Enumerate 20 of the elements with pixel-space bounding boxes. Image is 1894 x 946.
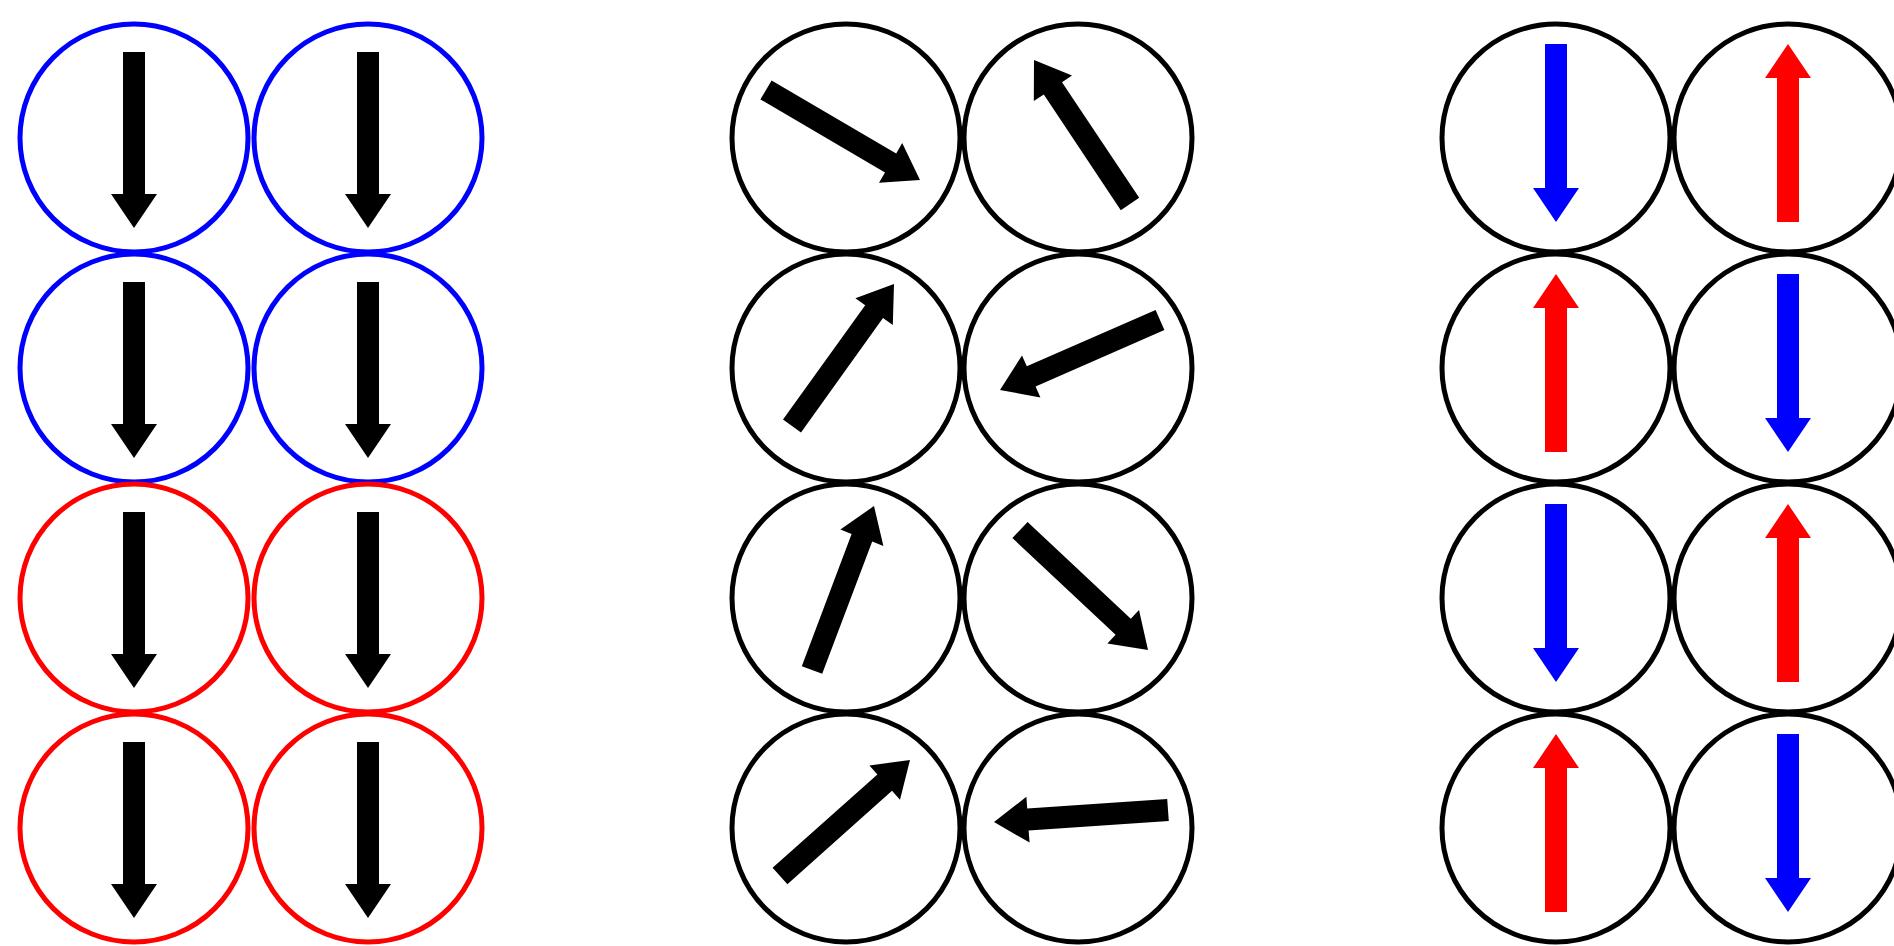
- spin-circle: [1438, 20, 1674, 256]
- spin-circle: [250, 480, 486, 716]
- spin-circle: [250, 710, 486, 946]
- spin-circle: [960, 250, 1196, 486]
- spin-circle: [1438, 480, 1674, 716]
- spin-circle: [1438, 710, 1674, 946]
- spin-circle: [16, 710, 252, 946]
- spin-circle: [728, 20, 964, 256]
- spin-circle: [728, 250, 964, 486]
- spin-circle: [250, 20, 486, 256]
- spin-circle: [1438, 250, 1674, 486]
- spin-circle: [960, 20, 1196, 256]
- spin-circle: [16, 480, 252, 716]
- spin-circle: [728, 480, 964, 716]
- spin-circle: [960, 710, 1196, 946]
- spin-circle: [16, 20, 252, 256]
- spin-circle: [16, 250, 252, 486]
- spin-circle: [250, 250, 486, 486]
- spin-circle: [960, 480, 1196, 716]
- spin-circle: [728, 710, 964, 946]
